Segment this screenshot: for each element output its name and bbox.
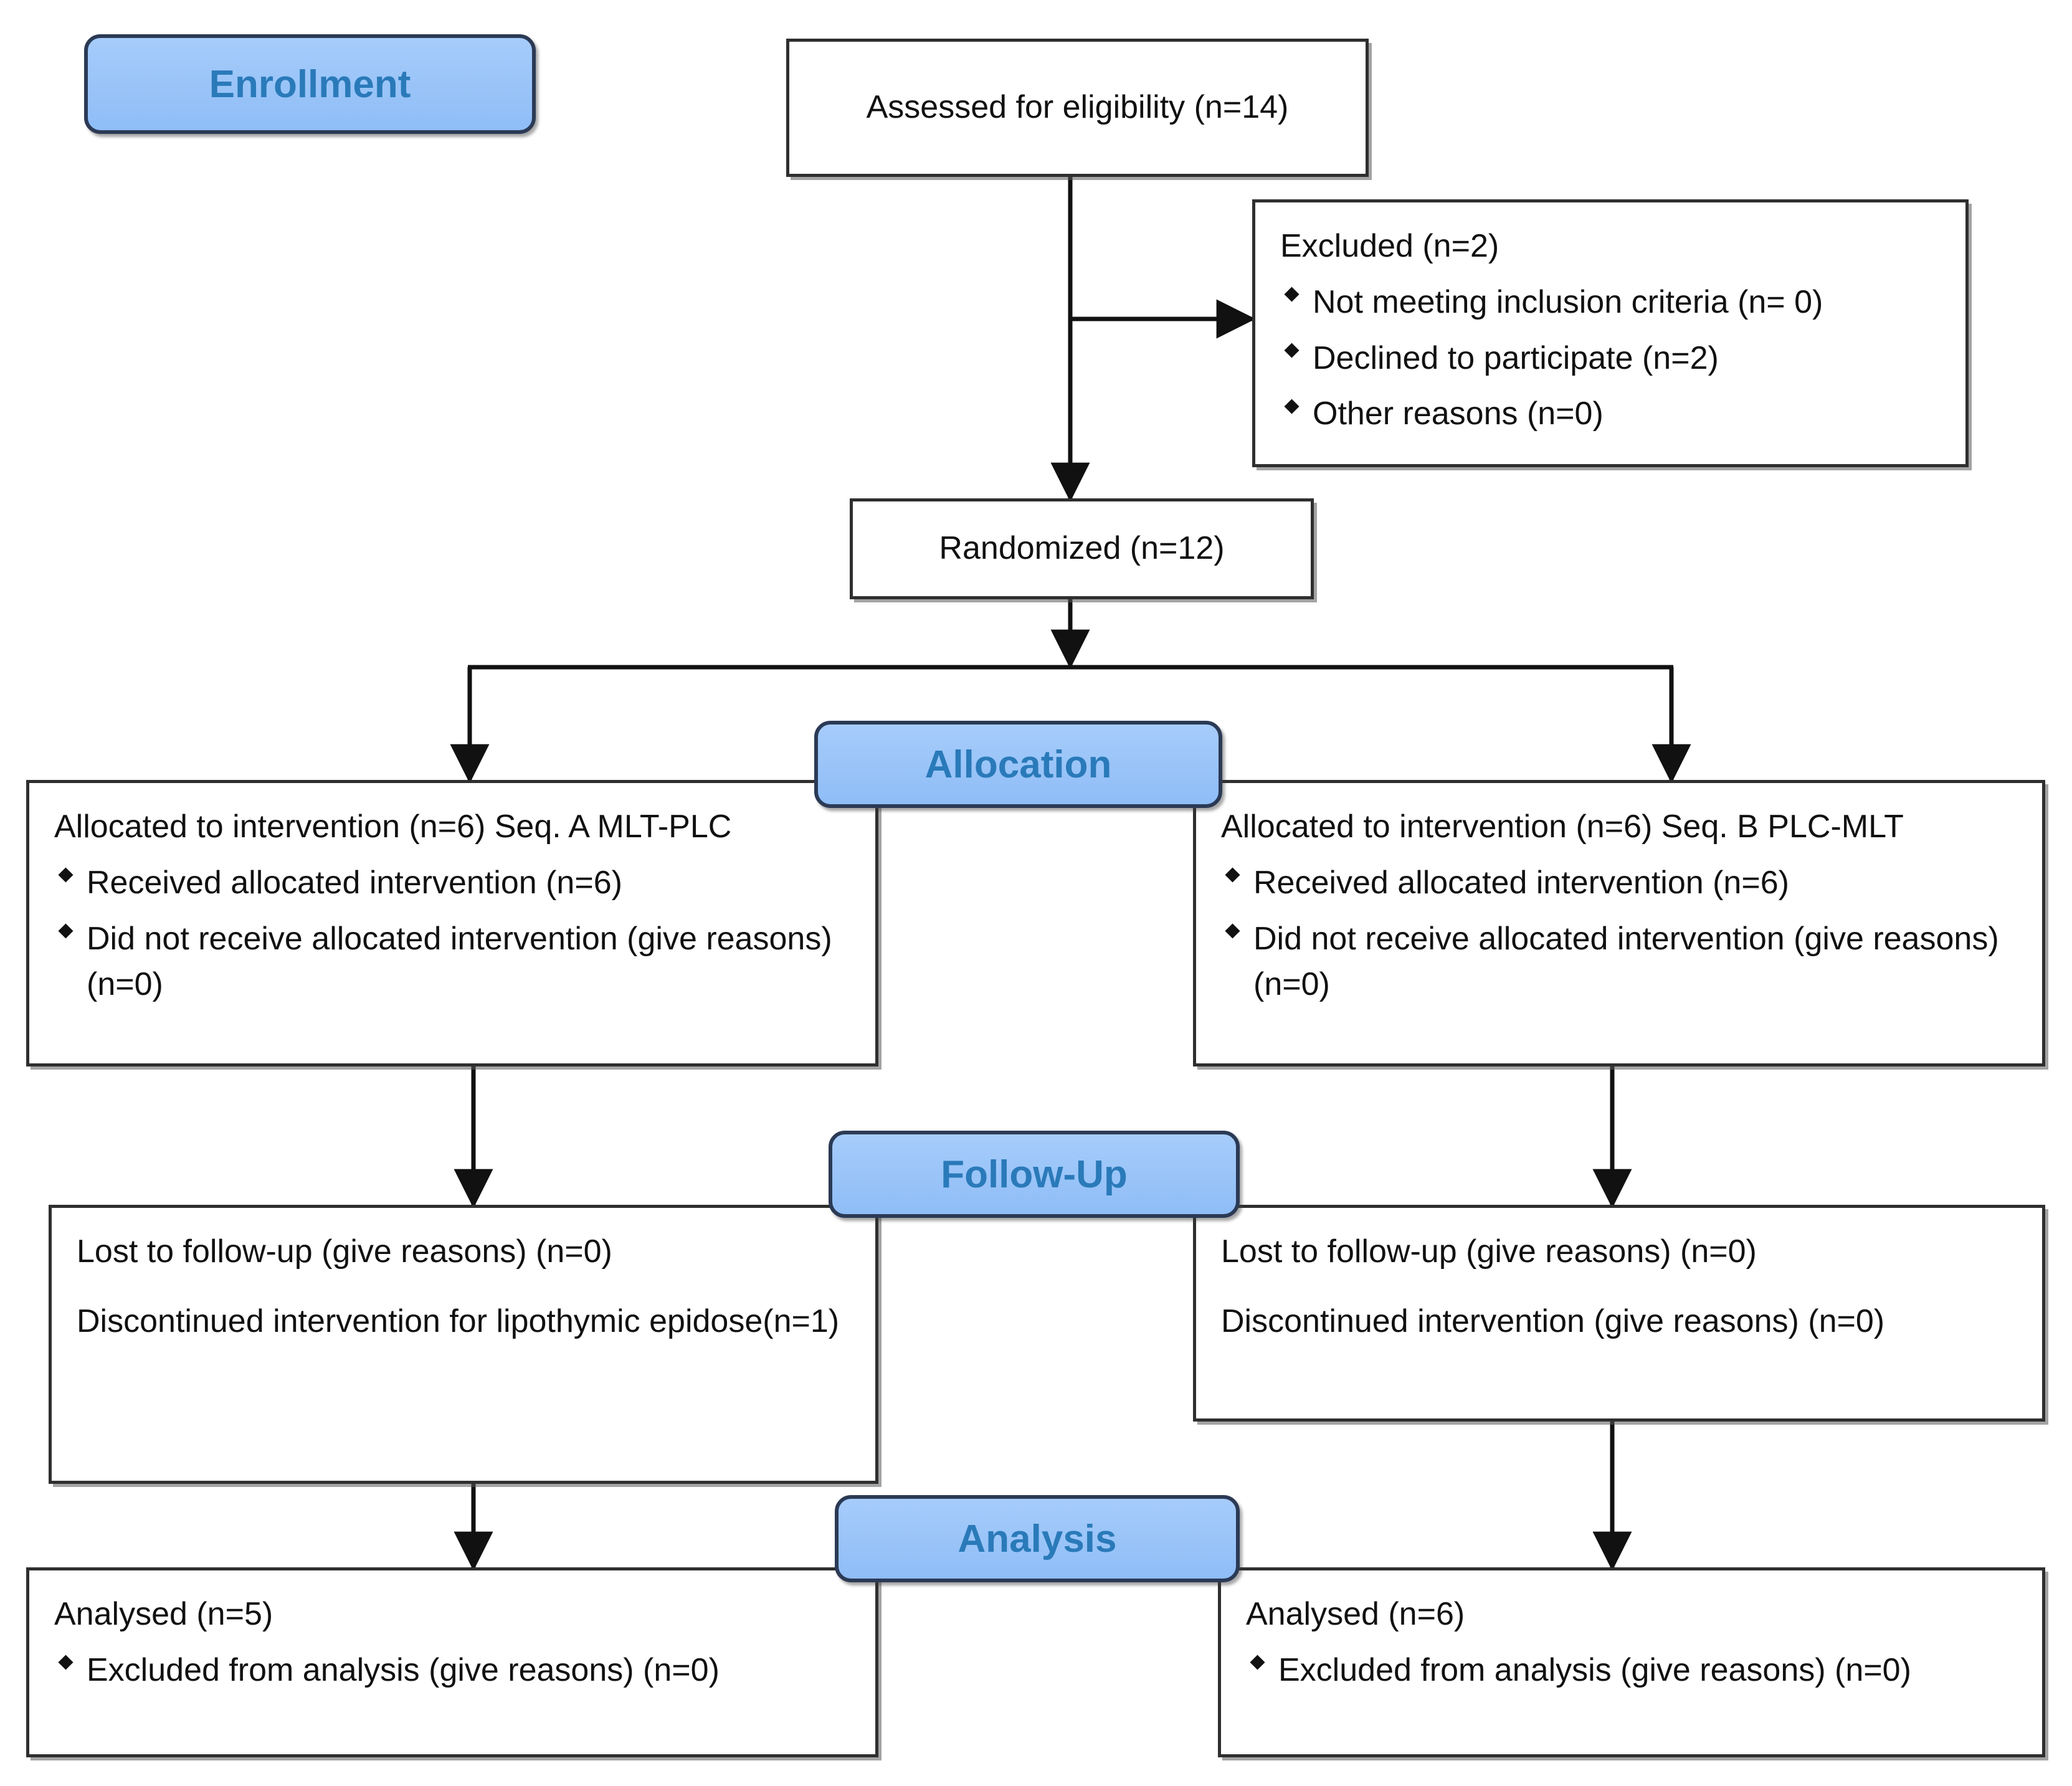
allocated-right-list: Received allocated intervention (n=6) Di… [1221, 860, 2017, 1008]
list-item: Did not receive allocated intervention (… [1221, 916, 2017, 1009]
box-analysis-right: Analysed (n=6) Excluded from analysis (g… [1218, 1567, 2045, 1757]
box-allocated-left: Allocated to intervention (n=6) Seq. A M… [26, 780, 878, 1066]
allocated-left-item-text: Did not receive allocated intervention (… [87, 920, 832, 1003]
box-followup-right: Lost to follow-up (give reasons) (n=0) D… [1193, 1205, 2045, 1422]
list-item: Received allocated intervention (n=6) [1221, 860, 2017, 906]
stage-badge-allocation: Allocation [814, 721, 1222, 808]
diamond-bullet-icon [1225, 867, 1240, 883]
analysis-right-list: Excluded from analysis (give reasons) (n… [1246, 1648, 2017, 1694]
diamond-bullet-icon [1225, 923, 1240, 939]
diamond-bullet-icon [1284, 399, 1300, 414]
box-randomized: Randomized (n=12) [850, 498, 1314, 599]
allocated-left-item-text: Received allocated intervention (n=6) [87, 864, 622, 901]
followup-right-line-2: Discontinued intervention (give reasons)… [1221, 1303, 1885, 1339]
stage-badge-follow-up: Follow-Up [829, 1131, 1240, 1218]
excluded-heading: Excluded (n=2) [1280, 228, 1499, 264]
excluded-reason-text: Not meeting inclusion criteria (n= 0) [1313, 283, 1823, 320]
box-analysis-left: Analysed (n=5) Excluded from analysis (g… [26, 1567, 878, 1757]
box-excluded: Excluded (n=2) Not meeting inclusion cri… [1252, 199, 1969, 467]
stage-badge-enrollment: Enrollment [84, 34, 536, 134]
list-item: Other reasons (n=0) [1280, 391, 1941, 437]
followup-right-line-1: Lost to follow-up (give reasons) (n=0) [1221, 1233, 1757, 1270]
allocated-left-list: Received allocated intervention (n=6) Di… [54, 860, 850, 1008]
analysis-left-heading: Analysed (n=5) [54, 1596, 273, 1632]
diamond-bullet-icon [58, 867, 74, 883]
stage-badge-analysis: Analysis [835, 1495, 1240, 1582]
stage-badge-analysis-label: Analysis [958, 1517, 1117, 1560]
allocated-left-heading: Allocated to intervention (n=6) Seq. A M… [54, 809, 732, 845]
list-item: Not meeting inclusion criteria (n= 0) [1280, 280, 1941, 326]
list-item: Declined to participate (n=2) [1280, 336, 1941, 382]
list-item: Excluded from analysis (give reasons) (n… [54, 1648, 850, 1694]
analysis-right-item-text: Excluded from analysis (give reasons) (n… [1278, 1651, 1911, 1688]
diamond-bullet-icon [58, 923, 74, 939]
list-item: Did not receive allocated intervention (… [54, 916, 850, 1009]
randomized-text: Randomized (n=12) [939, 530, 1225, 567]
stage-badge-enrollment-label: Enrollment [209, 62, 411, 106]
list-item: Received allocated intervention (n=6) [54, 860, 850, 906]
followup-left-line-1: Lost to follow-up (give reasons) (n=0) [77, 1233, 612, 1270]
assessed-text: Assessed for eligibility (n=14) [866, 89, 1289, 126]
analysis-left-item-text: Excluded from analysis (give reasons) (n… [87, 1651, 720, 1688]
allocated-right-item-text: Did not receive allocated intervention (… [1253, 920, 1999, 1003]
diamond-bullet-icon [1284, 343, 1300, 358]
diamond-bullet-icon [58, 1655, 74, 1670]
excluded-reason-list: Not meeting inclusion criteria (n= 0) De… [1280, 280, 1941, 437]
list-item: Excluded from analysis (give reasons) (n… [1246, 1648, 2017, 1694]
box-followup-left: Lost to follow-up (give reasons) (n=0) D… [49, 1205, 878, 1484]
excluded-reason-text: Declined to participate (n=2) [1313, 340, 1719, 376]
excluded-reason-text: Other reasons (n=0) [1313, 396, 1604, 432]
allocated-right-item-text: Received allocated intervention (n=6) [1253, 864, 1789, 901]
followup-left-line-2: Discontinued intervention for lipothymic… [77, 1303, 840, 1339]
analysis-left-list: Excluded from analysis (give reasons) (n… [54, 1648, 850, 1694]
allocated-right-heading: Allocated to intervention (n=6) Seq. B P… [1221, 809, 1904, 845]
box-allocated-right: Allocated to intervention (n=6) Seq. B P… [1193, 780, 2045, 1066]
diamond-bullet-icon [1284, 287, 1300, 302]
diamond-bullet-icon [1250, 1655, 1265, 1670]
stage-badge-allocation-label: Allocation [924, 743, 1112, 786]
stage-badge-follow-up-label: Follow-Up [941, 1152, 1128, 1196]
box-assessed-for-eligibility: Assessed for eligibility (n=14) [786, 39, 1369, 177]
analysis-right-heading: Analysed (n=6) [1246, 1596, 1465, 1632]
